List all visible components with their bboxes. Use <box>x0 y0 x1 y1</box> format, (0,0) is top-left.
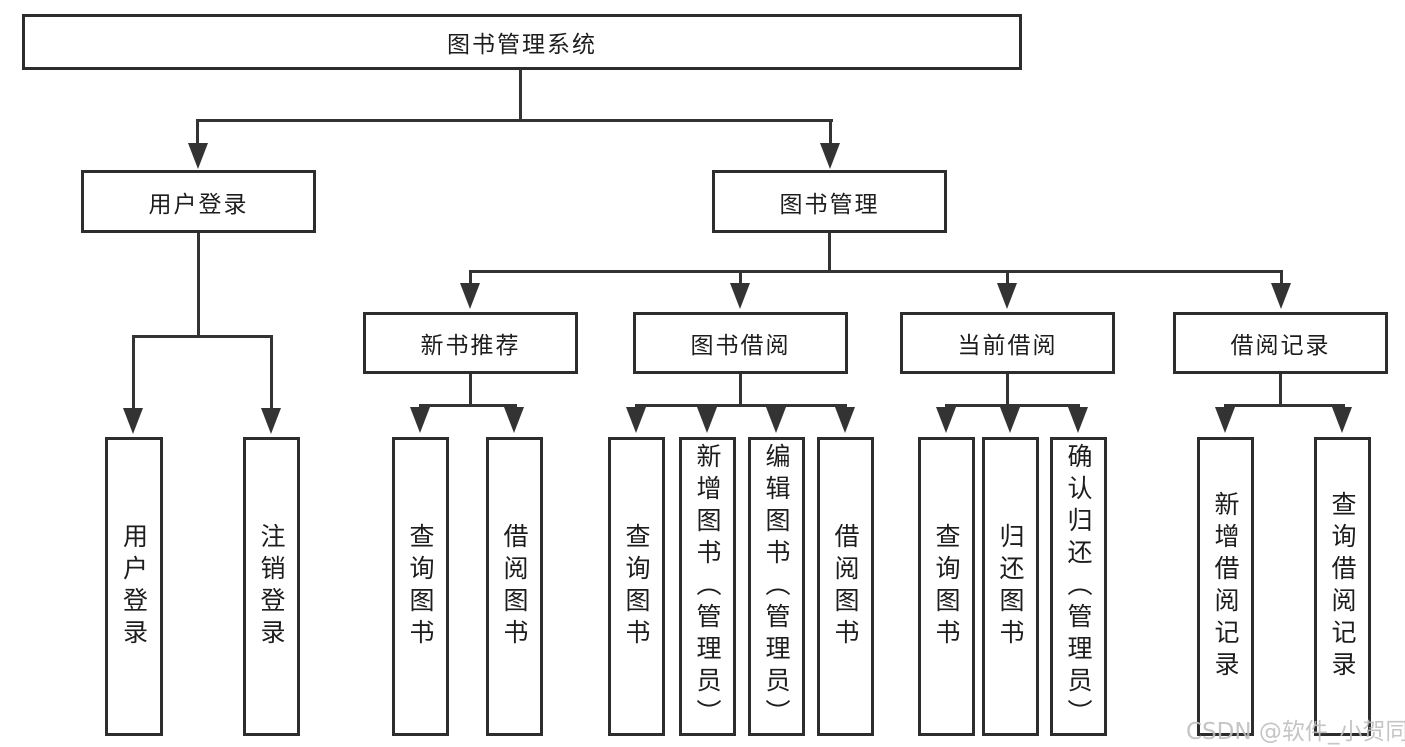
arrow-down-icon <box>504 407 524 433</box>
arrow-down-icon <box>1068 407 1088 433</box>
leaf-add-borrow-record-label: 新增借阅记录 <box>1211 490 1240 683</box>
arrow-down-icon <box>261 408 281 434</box>
node-user-login: 用户登录 <box>81 170 316 233</box>
leaf-return-book-label: 归还图书 <box>996 522 1025 651</box>
connector-line <box>635 404 847 407</box>
connector-line <box>829 119 832 146</box>
connector-line <box>197 119 833 122</box>
arrow-down-icon <box>730 283 750 309</box>
node-root: 图书管理系统 <box>22 14 1022 70</box>
leaf-edit-book-admin-label: 编辑图书（管理员） <box>762 442 791 731</box>
leaf-logout: 注销登录 <box>243 437 300 736</box>
connector-line <box>469 270 1283 273</box>
connector-line <box>519 69 522 121</box>
connector-line <box>739 270 742 284</box>
csdn-watermark: CSDN @软件_小贺同学 <box>1186 719 1405 745</box>
leaf-borrow-books-recommend-label: 借阅图书 <box>500 522 529 651</box>
connector-line <box>132 335 273 338</box>
node-borrow-records: 借阅记录 <box>1173 312 1388 374</box>
arrow-down-icon <box>188 143 208 169</box>
leaf-add-book-admin: 新增图书（管理员） <box>679 437 736 736</box>
leaf-query-borrow-record: 查询借阅记录 <box>1314 437 1371 736</box>
connector-line <box>132 335 135 409</box>
leaf-edit-book-admin: 编辑图书（管理员） <box>748 437 805 736</box>
arrow-down-icon <box>626 407 646 433</box>
arrow-down-icon <box>410 407 430 433</box>
leaf-user-login-label: 用户登录 <box>119 522 149 651</box>
node-current-borrow: 当前借阅 <box>900 312 1115 374</box>
arrow-down-icon <box>460 283 480 309</box>
arrow-down-icon <box>1000 407 1020 433</box>
leaf-query-books-recommend: 查询图书 <box>392 437 449 736</box>
leaf-borrow-books-recommend: 借阅图书 <box>486 437 543 736</box>
leaf-logout-label: 注销登录 <box>257 522 286 651</box>
connector-line <box>1279 374 1282 407</box>
arrow-down-icon <box>697 407 717 433</box>
node-root-label: 图书管理系统 <box>447 32 597 58</box>
node-new-book-recommend-label: 新书推荐 <box>420 333 521 359</box>
leaf-query-books-current-label: 查询图书 <box>932 522 961 651</box>
node-user-login-label: 用户登录 <box>148 191 249 218</box>
arrow-down-icon <box>1215 407 1235 433</box>
connector-line <box>1006 270 1009 284</box>
node-new-book-recommend: 新书推荐 <box>363 312 578 374</box>
leaf-query-books-borrow-label: 查询图书 <box>622 522 651 651</box>
connector-line <box>469 374 472 407</box>
connector-line <box>739 374 742 407</box>
leaf-query-books-borrow: 查询图书 <box>608 437 665 736</box>
connector-line <box>1280 270 1283 284</box>
arrow-down-icon <box>936 407 956 433</box>
leaf-query-books-recommend-label: 查询图书 <box>406 522 435 651</box>
leaf-borrow-books-label: 借阅图书 <box>831 522 860 651</box>
connector-line <box>828 233 831 273</box>
connector-line <box>1224 404 1345 407</box>
leaf-borrow-books: 借阅图书 <box>817 437 874 736</box>
leaf-query-books-current: 查询图书 <box>918 437 975 736</box>
connector-line <box>1006 374 1009 407</box>
connector-line <box>196 119 199 146</box>
leaf-query-borrow-record-label: 查询借阅记录 <box>1328 490 1357 683</box>
arrow-down-icon <box>123 408 143 434</box>
node-book-management: 图书管理 <box>712 170 947 233</box>
node-book-management-label: 图书管理 <box>779 191 880 218</box>
node-current-borrow-label: 当前借阅 <box>957 333 1058 359</box>
connector-line <box>945 404 1080 407</box>
arrow-down-icon <box>1271 283 1291 309</box>
leaf-confirm-return-admin: 确认归还（管理员） <box>1050 437 1107 736</box>
node-book-borrow: 图书借阅 <box>633 312 848 374</box>
connector-line <box>469 270 472 284</box>
node-book-borrow-label: 图书借阅 <box>690 333 791 359</box>
arrow-down-icon <box>997 283 1017 309</box>
connector-line <box>197 233 200 337</box>
leaf-add-borrow-record: 新增借阅记录 <box>1197 437 1254 736</box>
arrow-down-icon <box>1332 407 1352 433</box>
leaf-add-book-admin-label: 新增图书（管理员） <box>693 442 722 731</box>
node-borrow-records-label: 借阅记录 <box>1230 333 1331 359</box>
leaf-return-book: 归还图书 <box>982 437 1039 736</box>
arrow-down-icon <box>766 407 786 433</box>
leaf-confirm-return-admin-label: 确认归还（管理员） <box>1064 442 1093 731</box>
connector-line <box>419 404 517 407</box>
arrow-down-icon <box>820 143 840 169</box>
arrow-down-icon <box>835 407 855 433</box>
leaf-user-login: 用户登录 <box>105 437 163 736</box>
connector-line <box>270 335 273 409</box>
